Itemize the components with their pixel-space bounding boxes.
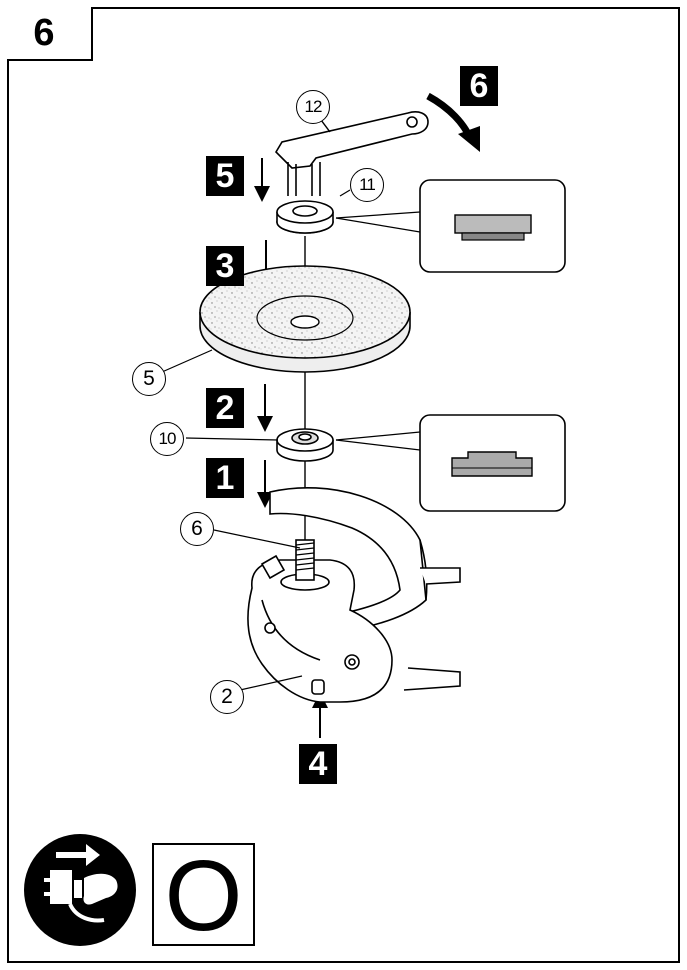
- grinder-body: [247, 486, 461, 703]
- step-4-badge: 4: [299, 744, 337, 784]
- step-arrows: [254, 158, 328, 738]
- step-1-badge: 1: [206, 458, 244, 498]
- grinding-wheel: [199, 265, 411, 373]
- switch-off-symbol: O: [152, 843, 255, 948]
- part-11-callout: 11: [350, 168, 384, 202]
- frame-border: [7, 7, 680, 963]
- figure-number: 6: [33, 12, 55, 54]
- lock-nut: [276, 200, 334, 234]
- step-5-badge: 5: [206, 156, 244, 196]
- part-5-callout: 5: [132, 362, 166, 396]
- part-12-callout: 12: [296, 90, 330, 124]
- part-10-callout: 10: [150, 422, 184, 456]
- part-2-callout: 2: [210, 680, 244, 714]
- inner-flange: [276, 428, 334, 462]
- part-6-callout: 6: [180, 512, 214, 546]
- step-6-badge: 6: [460, 66, 498, 106]
- step-2-badge: 2: [206, 388, 244, 428]
- unplug-power-icon: [24, 834, 136, 946]
- step-3-badge: 3: [206, 246, 244, 286]
- wrench: [274, 111, 429, 196]
